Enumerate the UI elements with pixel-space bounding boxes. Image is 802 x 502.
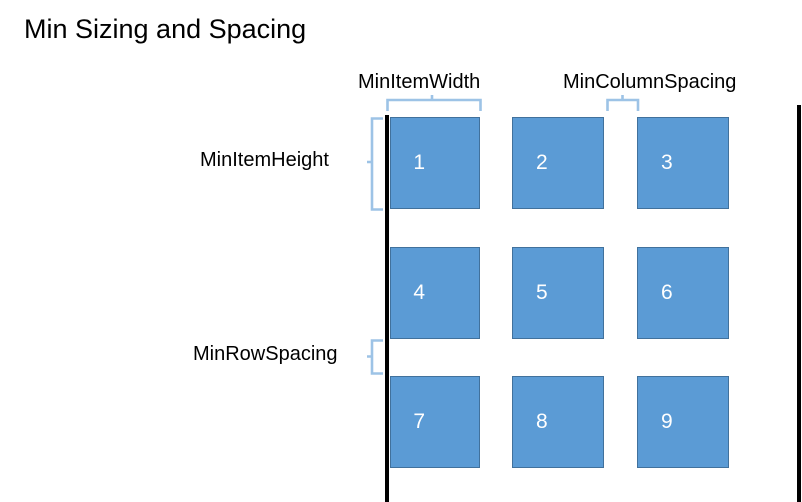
brace-min-column-spacing xyxy=(606,95,640,111)
grid-item-label: 8 xyxy=(535,410,548,433)
grid-item-label: 2 xyxy=(535,151,548,174)
brace-min-item-height xyxy=(367,117,383,211)
label-min-item-height: MinItemHeight xyxy=(200,149,329,171)
label-min-row-spacing: MinRowSpacing xyxy=(193,343,338,365)
grid-item[interactable]: 3 xyxy=(637,117,729,209)
grid-item-label: 3 xyxy=(660,151,673,174)
page-title: Min Sizing and Spacing xyxy=(24,14,307,44)
grid-item[interactable]: 1 xyxy=(390,117,480,209)
grid-item-label: 1 xyxy=(413,151,426,174)
grid-item-label: 6 xyxy=(660,281,673,304)
grid-item-label: 5 xyxy=(535,281,548,304)
grid-item[interactable]: 5 xyxy=(512,247,604,339)
grid-item-label: 9 xyxy=(660,410,673,433)
right-boundary-line xyxy=(797,105,801,502)
label-min-item-width: MinItemWidth xyxy=(358,71,481,93)
grid-item[interactable]: 4 xyxy=(390,247,480,339)
grid-item[interactable]: 7 xyxy=(390,376,480,468)
brace-min-item-width xyxy=(386,95,482,111)
grid-item[interactable]: 9 xyxy=(637,376,729,468)
label-min-column-spacing: MinColumnSpacing xyxy=(563,71,737,93)
brace-min-row-spacing xyxy=(367,339,383,375)
grid-item[interactable]: 8 xyxy=(512,376,604,468)
grid-item-label: 7 xyxy=(413,410,426,433)
grid-item[interactable]: 6 xyxy=(637,247,729,339)
left-boundary-line xyxy=(385,115,389,502)
grid-item[interactable]: 2 xyxy=(512,117,604,209)
grid-item-label: 4 xyxy=(413,281,426,304)
